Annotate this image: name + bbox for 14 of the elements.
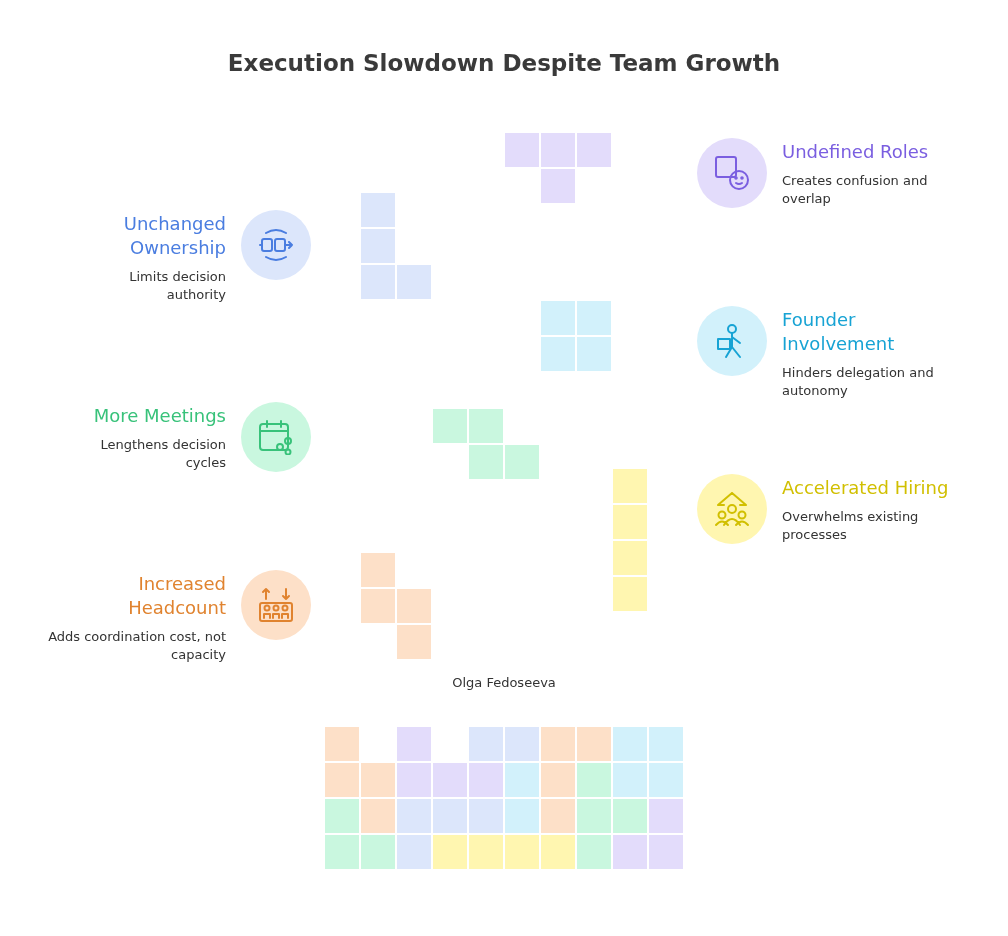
- description: Lengthens decision cycles: [99, 436, 226, 472]
- diagram-title: Execution Slowdown Despite Team Growth: [226, 50, 782, 76]
- heading: Unchanged Ownership: [122, 212, 226, 260]
- heading: Increased Headcount: [127, 572, 226, 620]
- description: Creates confusion and overlap: [782, 172, 929, 208]
- heading: Undefined Roles: [782, 140, 930, 164]
- description: Hinders delegation and autonomy: [782, 364, 935, 400]
- description: Limits decision authority: [128, 268, 226, 304]
- heading: Founder Involvement: [782, 308, 896, 356]
- description: Adds coordination cost, not capacity: [47, 628, 226, 664]
- heading: More Meetings: [92, 404, 226, 428]
- description: Overwhelms existing processes: [782, 508, 920, 544]
- author-name: Olga Fedoseeva: [451, 675, 557, 690]
- heading: Accelerated Hiring: [782, 476, 950, 500]
